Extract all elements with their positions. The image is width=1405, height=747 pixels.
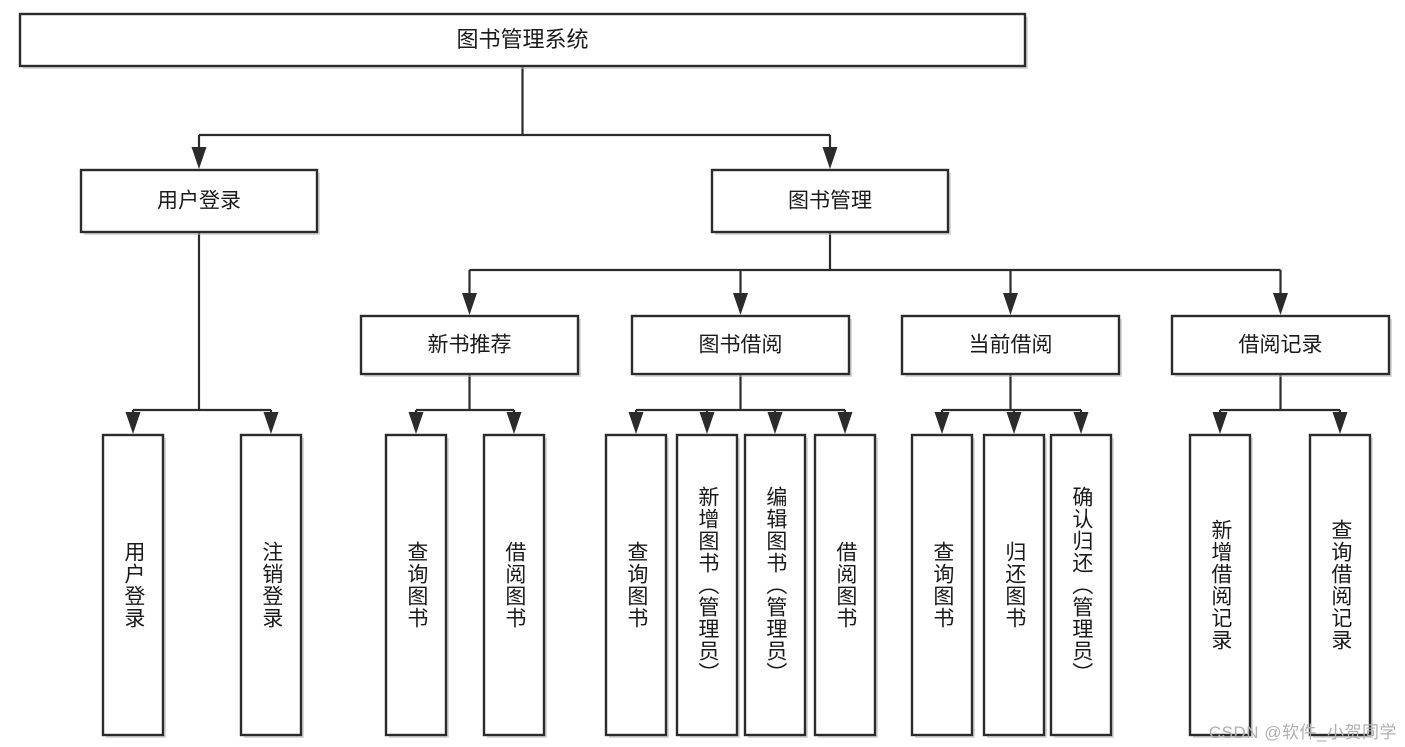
arrow-head-leaf-borrow-book-rec (506, 412, 522, 434)
arrow-head-leaf-user-logout (263, 412, 279, 434)
node-box-book-borrow[interactable] (630, 314, 851, 376)
node-label-user-login: 用户登录 (157, 190, 241, 213)
node-box-leaf-borrow-book-rec[interactable] (482, 433, 546, 737)
arrow-head-book-borrow (733, 293, 748, 315)
node-label-current-borrow: 当前借阅 (969, 334, 1053, 357)
node-label-root: 图书管理系统 (456, 27, 588, 52)
arrow-head-leaf-add-book (699, 412, 715, 434)
node-label-new-book-rec: 新书推荐 (428, 334, 512, 357)
node-box-borrow-record[interactable] (1170, 314, 1391, 376)
watermark-text: CSDN @软件_小贺同学 (1208, 723, 1397, 742)
arrow-head-leaf-add-record (1212, 412, 1228, 434)
node-box-current-borrow[interactable] (900, 314, 1121, 376)
node-box-leaf-user-logout[interactable] (239, 433, 303, 737)
arrow-head-leaf-confirm-return (1073, 412, 1089, 434)
arrow-head-leaf-query-book-cur (934, 412, 950, 434)
node-box-book-manage[interactable] (710, 168, 950, 234)
node-box-leaf-query-book-borrow[interactable] (604, 433, 668, 737)
node-box-leaf-query-book-cur[interactable] (910, 433, 974, 737)
arrow-head-leaf-query-record (1332, 412, 1348, 434)
node-box-root[interactable] (18, 12, 1027, 68)
node-box-leaf-query-record[interactable] (1308, 433, 1372, 737)
node-box-layer (18, 12, 1392, 738)
node-box-leaf-confirm-return[interactable] (1049, 433, 1113, 737)
node-box-leaf-user-login[interactable] (101, 433, 165, 737)
arrow-head-leaf-borrow-book (837, 412, 853, 434)
node-label-borrow-record: 借阅记录 (1239, 334, 1323, 357)
node-box-leaf-query-book-rec[interactable] (384, 433, 448, 737)
arrow-head-leaf-query-book-rec (408, 412, 424, 434)
node-box-leaf-add-book[interactable] (675, 433, 739, 737)
node-label-book-borrow: 图书借阅 (699, 334, 783, 357)
arrow-head-current-borrow (1003, 293, 1018, 315)
node-box-leaf-add-record[interactable] (1188, 433, 1252, 737)
node-box-leaf-edit-book[interactable] (743, 433, 807, 737)
node-box-user-login[interactable] (79, 168, 319, 234)
arrow-head-leaf-user-login (125, 412, 141, 434)
connector-layer (125, 66, 1348, 434)
arrow-head-new-book-rec (462, 293, 477, 315)
arrow-head-user-login (191, 147, 207, 169)
arrow-head-book-manage (822, 147, 838, 169)
arrow-head-leaf-return-book (1006, 412, 1022, 434)
node-box-leaf-borrow-book[interactable] (813, 433, 877, 737)
arrow-head-borrow-record (1273, 293, 1288, 315)
node-box-new-book-rec[interactable] (359, 314, 580, 376)
arrow-head-leaf-query-book-borrow (628, 412, 644, 434)
node-box-leaf-return-book[interactable] (982, 433, 1046, 737)
arrow-head-leaf-edit-book (767, 412, 783, 434)
node-label-book-manage: 图书管理 (788, 190, 872, 213)
